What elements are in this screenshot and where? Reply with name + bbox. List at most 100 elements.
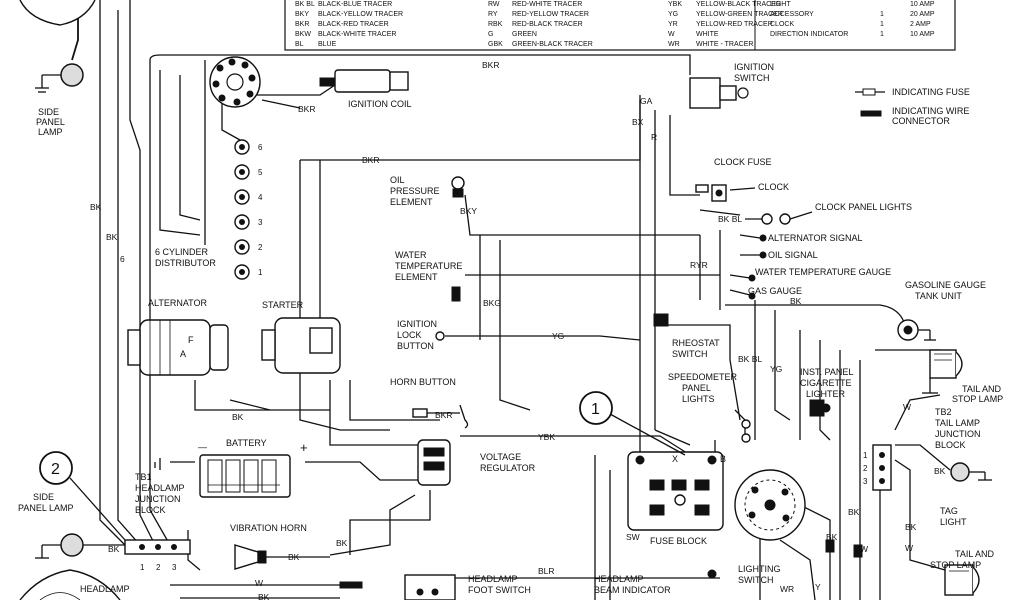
gauge-signals: ALTERNATOR SIGNAL OIL SIGNAL WATER TEMPE… bbox=[748, 233, 891, 300]
wire-yg: YG bbox=[552, 331, 564, 341]
fuse-rating-cell: LIGHT bbox=[770, 1, 791, 8]
wire-w-right: W bbox=[903, 402, 911, 412]
ignition-coil: IGNITION COIL bbox=[319, 69, 412, 109]
voltage-regulator-l2: REGULATOR bbox=[480, 463, 536, 473]
water-temp-l2: TEMPERATURE bbox=[395, 261, 462, 271]
legend-cell: YR bbox=[668, 21, 678, 28]
alternator-signal-label: ALTERNATOR SIGNAL bbox=[768, 233, 863, 243]
fuse-block-x: X bbox=[672, 454, 678, 464]
side-panel-lamp-1-l3: LAMP bbox=[38, 127, 63, 137]
tb2-terminal bbox=[879, 478, 885, 484]
lighting-switch-l2: SWITCH bbox=[738, 575, 774, 585]
distributor-terminal-label: 6 bbox=[258, 143, 263, 152]
ignition-lock-l2: LOCK bbox=[397, 330, 422, 340]
svg-text:2: 2 bbox=[51, 461, 60, 478]
fuse-rating-cell: 1 bbox=[880, 21, 884, 28]
headlamp-label: HEADLAMP bbox=[80, 584, 130, 594]
distributor-terminal-label: 2 bbox=[258, 243, 263, 252]
side-panel-lamp-1-l2: PANEL bbox=[36, 117, 65, 127]
oil-signal-label: OIL SIGNAL bbox=[768, 250, 818, 260]
speedo-l2: PANEL bbox=[682, 383, 711, 393]
lighter-l3: LIGHTER bbox=[806, 389, 846, 399]
tag-light-l1: TAG bbox=[940, 506, 958, 516]
gas-tank-l2: TANK UNIT bbox=[915, 291, 962, 301]
horn-button-label: HORN BUTTON bbox=[390, 377, 456, 387]
fuse-rating-cell: 10 AMP bbox=[910, 1, 935, 8]
legend-cell: RED-YELLOW TRACER bbox=[512, 11, 589, 18]
legend-cell: BLACK-RED TRACER bbox=[318, 21, 389, 28]
gas-tank-l1: GASOLINE GAUGE bbox=[905, 280, 986, 290]
callout-1: 1 bbox=[579, 391, 686, 456]
wire-ryr: RYR bbox=[690, 260, 708, 270]
wire-bkr-top: BKR bbox=[482, 60, 499, 70]
ignition-switch-l2: SWITCH bbox=[734, 73, 770, 83]
fuse-rating-cell: 2 AMP bbox=[910, 21, 931, 28]
wire-bkr-coil: BKR bbox=[298, 104, 315, 114]
wire-blr: BLR bbox=[538, 566, 555, 576]
lighting-switch-l1: LIGHTING bbox=[738, 564, 781, 574]
wire-code-labels: BKR BKR BKR BK BK 6 BKY BKG YG YBK GA BX… bbox=[90, 60, 946, 600]
alternator-terminal-f: F bbox=[188, 335, 194, 345]
symbol-key: INDICATING FUSE INDICATING WIRE CONNECTO… bbox=[855, 87, 970, 126]
oil-pressure-l2: PRESSURE bbox=[390, 186, 440, 196]
legend-cell: BKR bbox=[295, 21, 309, 28]
tb1-terminal bbox=[155, 544, 161, 550]
wire-wr: WR bbox=[780, 584, 794, 594]
wire-bk-tb2: BK bbox=[905, 522, 917, 532]
water-temp-l3: ELEMENT bbox=[395, 272, 438, 282]
side-panel-lamp-2-l2: PANEL LAMP bbox=[18, 503, 74, 513]
tb1-l1: TB1 bbox=[135, 472, 152, 482]
tb1-terminal-label: 2 bbox=[156, 563, 161, 572]
wire-w-bottom: W bbox=[255, 578, 263, 588]
svg-text:1: 1 bbox=[591, 401, 600, 418]
wire-bky: BKY bbox=[460, 206, 477, 216]
headlamp-beam-indicator: HEADLAMP BEAM INDICATOR bbox=[594, 569, 717, 595]
wire-bk-reg: BK bbox=[336, 538, 348, 548]
legend-cell: YELLOW-BLACK TRACER bbox=[696, 1, 781, 8]
wire-w-right-3: W bbox=[905, 543, 913, 553]
legend-cell: WHITE bbox=[696, 31, 719, 38]
distributor-terminal-pin bbox=[239, 144, 245, 150]
wire-harness bbox=[71, 0, 951, 600]
starter-label: STARTER bbox=[262, 300, 304, 310]
wire-bk-alt: BK bbox=[232, 412, 244, 422]
alternator: ALTERNATOR F A bbox=[127, 298, 229, 376]
starter: STARTER bbox=[261, 300, 341, 374]
gas-tank-unit: GASOLINE GAUGE TANK UNIT bbox=[897, 280, 986, 341]
tail-stop-2-l1: TAIL AND bbox=[955, 549, 995, 559]
tb1-l3: JUNCTION bbox=[135, 494, 181, 504]
ignition-switch: IGNITION SWITCH bbox=[689, 62, 774, 109]
key-connector-label-1: INDICATING WIRE bbox=[892, 106, 969, 116]
wire-y: Y bbox=[815, 582, 821, 592]
tb2-terminal-label: 2 bbox=[863, 464, 868, 473]
legend-cell: WHITE - TRACER bbox=[696, 41, 753, 48]
gas-gauge-label: GAS GAUGE bbox=[748, 286, 802, 296]
wire-bk-tag: BK bbox=[934, 466, 946, 476]
alternator-terminal-a: A bbox=[180, 349, 186, 359]
vibration-horn-label: VIBRATION HORN bbox=[230, 523, 307, 533]
wire-w-right-2: W bbox=[860, 544, 868, 554]
legend-cell: RY bbox=[488, 11, 498, 18]
legend-cell: RW bbox=[488, 1, 500, 8]
tb2-terminal bbox=[879, 465, 885, 471]
distributor-terminal-pin bbox=[239, 169, 245, 175]
wire-bkbl-2: BK BL bbox=[738, 354, 762, 364]
fuse-symbol-icon bbox=[862, 88, 876, 96]
distributor-terminal-pin bbox=[239, 219, 245, 225]
tb2-terminal bbox=[879, 452, 885, 458]
headlamp: HEADLAMP bbox=[19, 569, 130, 600]
oil-pressure-l1: OIL bbox=[390, 175, 405, 185]
wire-yg-2: YG bbox=[770, 364, 782, 374]
legend-cell: YELLOW-GREEN TRACER bbox=[696, 11, 783, 18]
tail-stop-lamp-2: TAIL AND STOP LAMP bbox=[930, 549, 995, 596]
legend-cell: RED-WHITE TRACER bbox=[512, 1, 582, 8]
wire-six: 6 bbox=[120, 254, 125, 264]
tb2-terminal-label: 1 bbox=[863, 451, 868, 460]
oil-pressure-l3: ELEMENT bbox=[390, 197, 433, 207]
alternator-label: ALTERNATOR bbox=[148, 298, 208, 308]
headlamp-top-shape bbox=[19, 0, 96, 26]
foot-switch-l1: HEADLAMP bbox=[468, 574, 518, 584]
rheostat-l2: SWITCH bbox=[672, 349, 708, 359]
